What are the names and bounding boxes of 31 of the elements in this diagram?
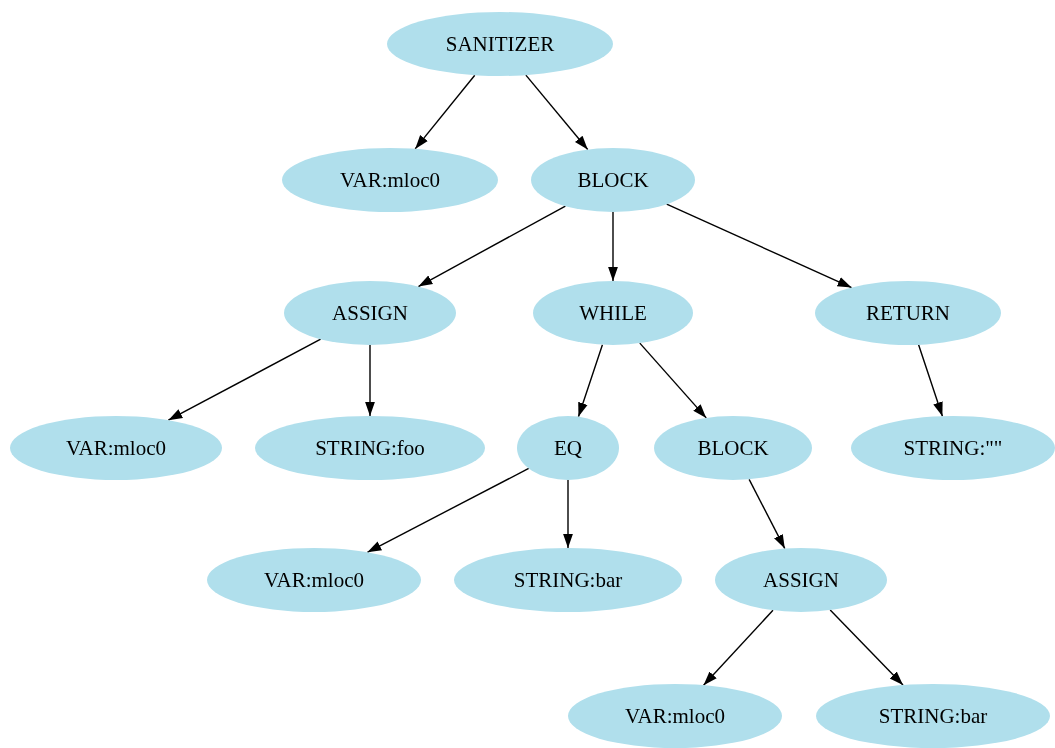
- arrow: [167, 338, 322, 421]
- ellipse-node: VAR:mloc0: [282, 148, 498, 212]
- ellipse-node: VAR:mloc0: [10, 416, 222, 480]
- ellipse-node: ASSIGN: [715, 548, 887, 612]
- ellipse-node: BLOCK: [654, 416, 812, 480]
- ellipse-node: STRING:bar: [816, 684, 1050, 748]
- arrow: [702, 609, 774, 686]
- ellipse-node: VAR:mloc0: [207, 548, 421, 612]
- arrow: [608, 211, 618, 282]
- arrow: [563, 479, 573, 549]
- arrow: [748, 478, 786, 550]
- arrow: [665, 203, 853, 289]
- ellipse-node: STRING:foo: [255, 416, 485, 480]
- ellipse-node: WHILE: [533, 281, 693, 345]
- arrow: [917, 344, 944, 417]
- arrow: [417, 205, 567, 288]
- ellipse-node: RETURN: [815, 281, 1001, 345]
- ellipse-node: BLOCK: [531, 148, 695, 212]
- ellipse-node: STRING:"": [851, 416, 1055, 480]
- arrow: [414, 74, 476, 150]
- arrow: [366, 467, 530, 553]
- arrow: [829, 609, 904, 686]
- ellipse-node: EQ: [517, 416, 619, 480]
- arrow: [639, 342, 707, 419]
- ellipse-node: SANITIZER: [387, 12, 613, 76]
- arrow: [365, 344, 375, 417]
- ellipse-node: ASSIGN: [284, 281, 456, 345]
- arrow: [577, 344, 604, 418]
- arrow: [525, 74, 589, 151]
- ellipse-node: STRING:bar: [454, 548, 682, 612]
- ellipse-node: VAR:mloc0: [568, 684, 782, 748]
